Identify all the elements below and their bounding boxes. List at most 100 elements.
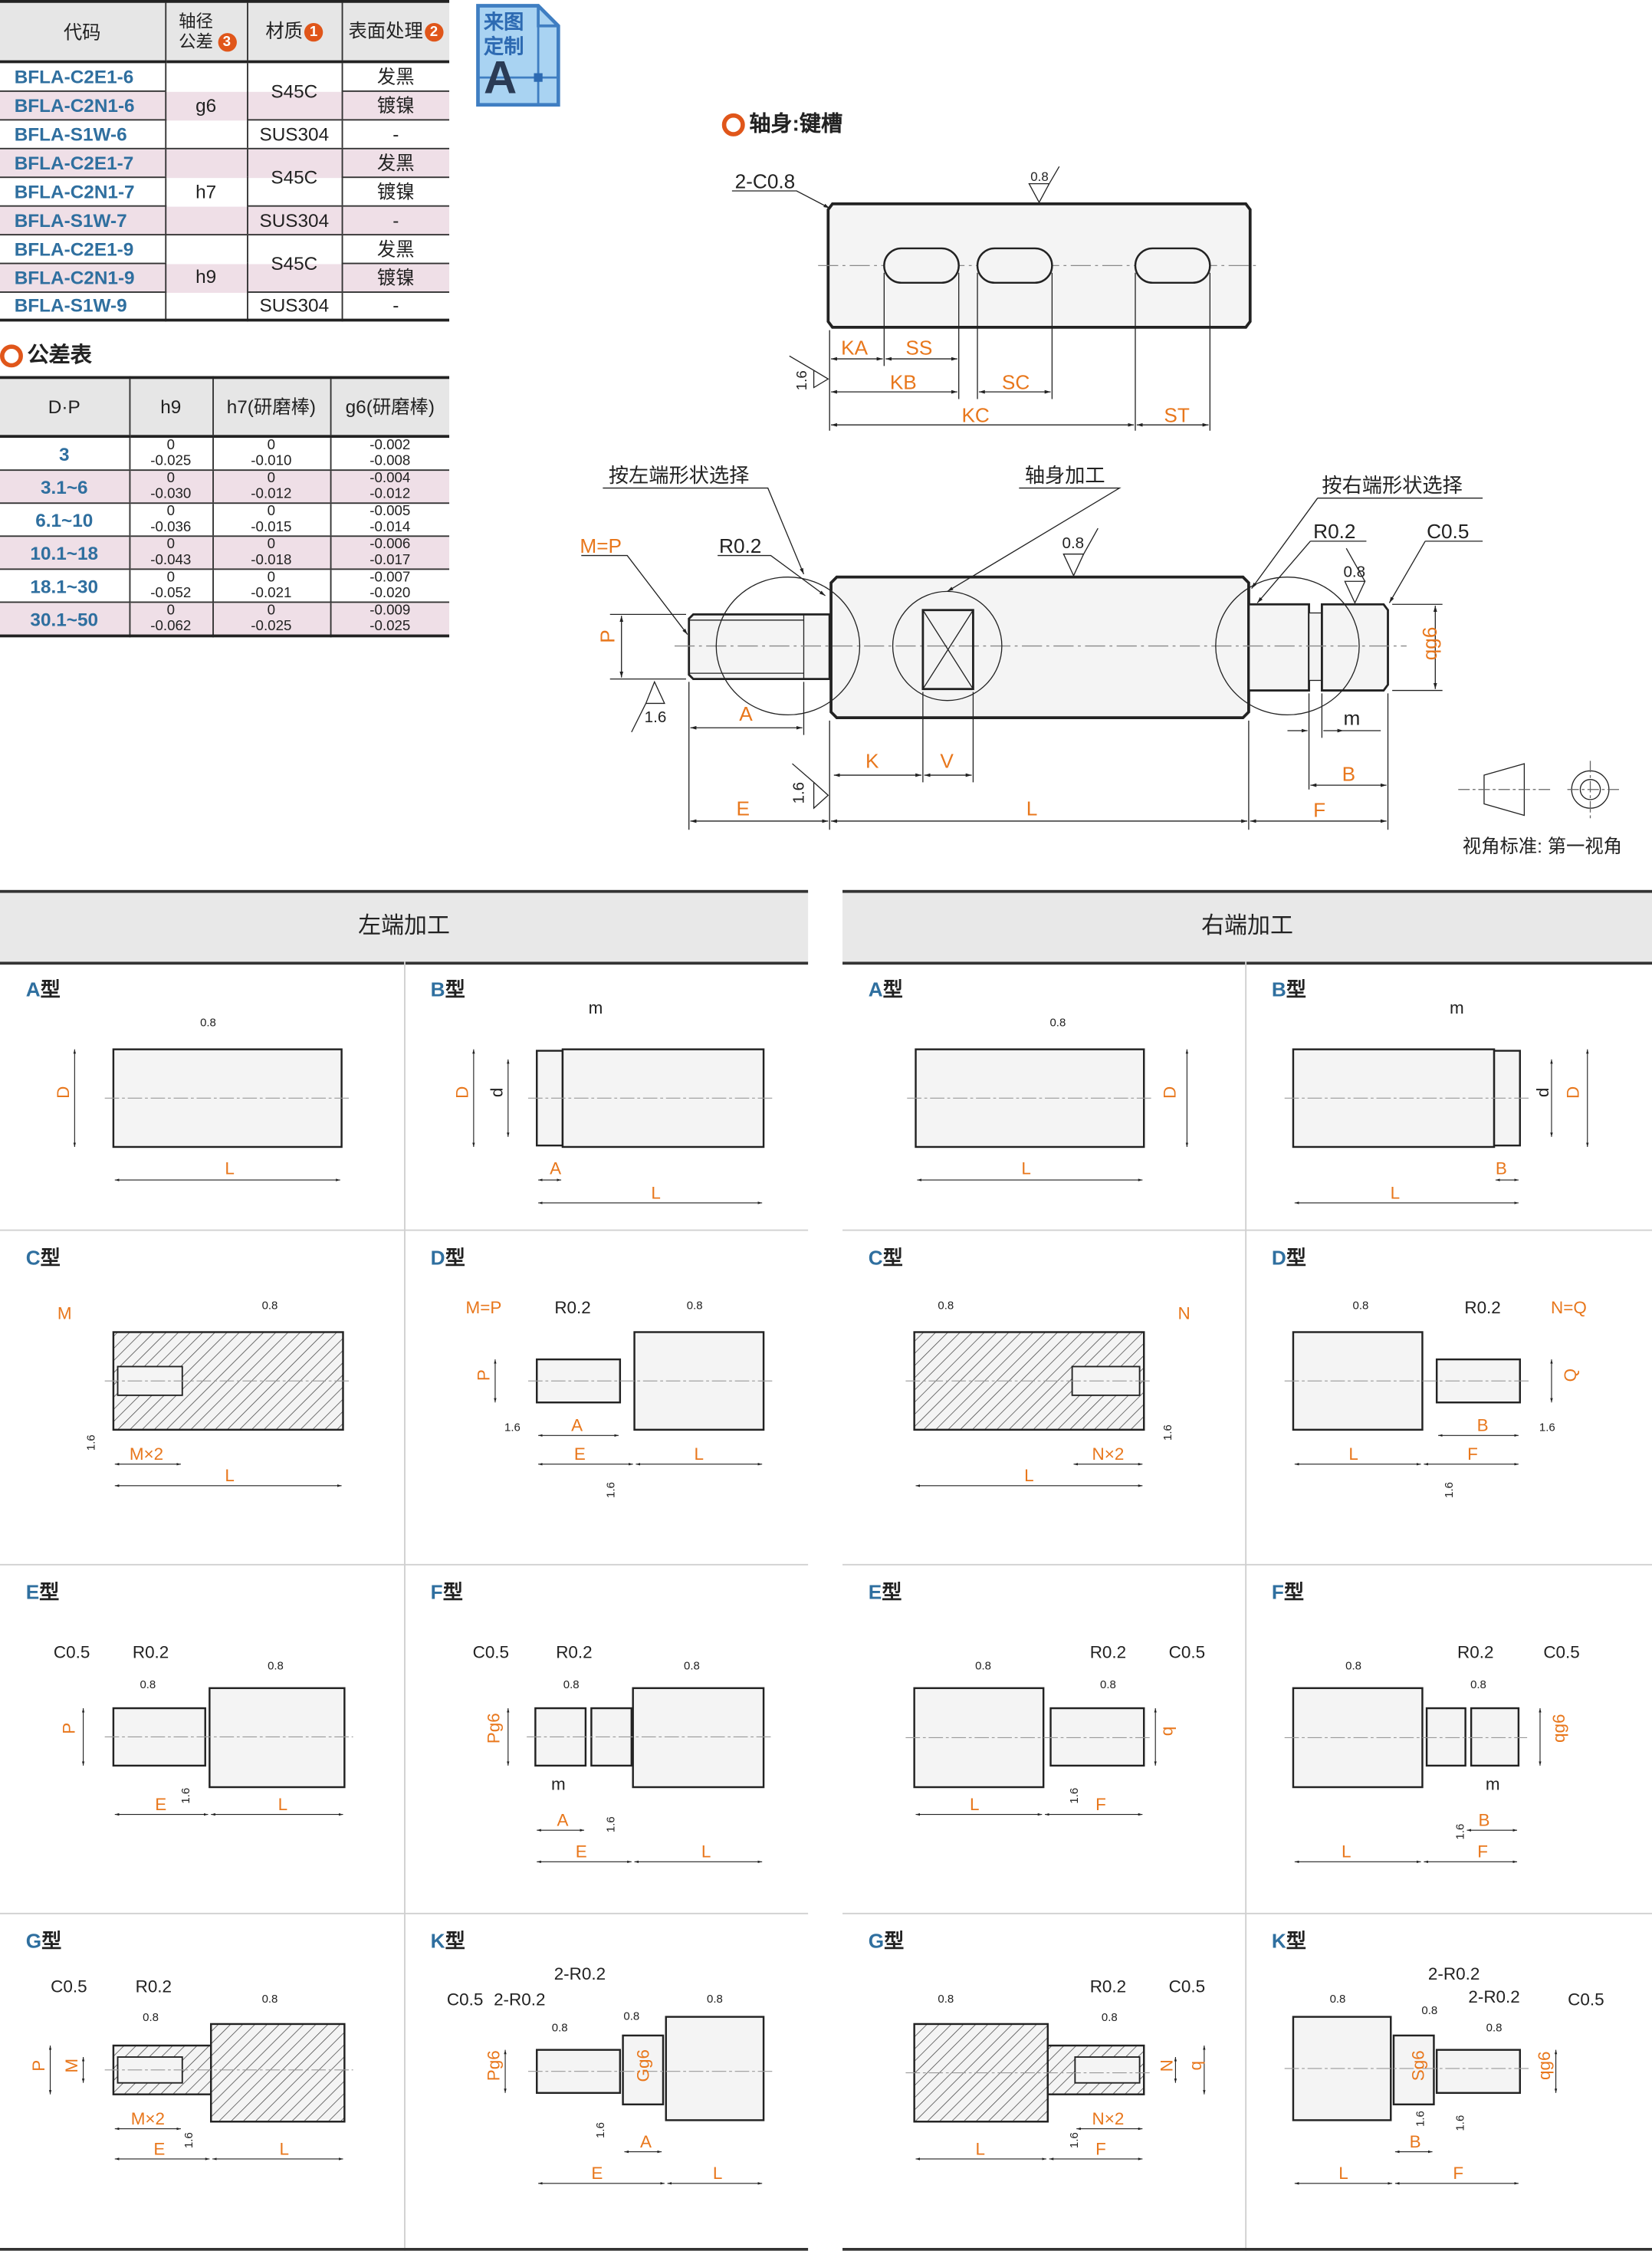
product-code-link[interactable]: BFLA-C2N1-6 [0,90,166,120]
dimension-label: 0.8 [707,1993,723,2006]
badge-3-icon: 3 [217,33,236,52]
upper-deviation: -0.009 [369,603,411,619]
dimension-label: E [574,1444,586,1464]
product-code-link[interactable]: BFLA-C2N1-9 [0,262,166,293]
dimension-label: 1.6 [1068,1788,1081,1804]
tolerance-h9: 0-0.062 [128,602,213,637]
upper-deviation: -0.004 [369,471,411,487]
product-code-link[interactable]: BFLA-C2N1-7 [0,176,166,206]
tolerance-h7: 0-0.025 [212,602,330,637]
tapped-hole [117,2056,183,2084]
diameter-range: 3.1~6 [0,470,130,504]
body-callout: 轴身加工 [1025,464,1105,487]
dimension-label: 0.8 [268,1659,284,1672]
material-cell: SUS304 [246,291,342,321]
dimension-label: M=P [466,1298,502,1317]
keyway-title-text: 轴身:键槽 [749,112,843,136]
dimension-label: N [1158,2059,1177,2072]
dimension-label: 0.8 [1102,2011,1118,2024]
tolerance-title-text: 公差表 [27,343,92,368]
dim-kc: KC [961,403,989,426]
shaft-section [209,1687,346,1789]
upper-deviation: 0 [166,438,176,454]
right-detail-circle [1215,577,1360,716]
dimension-label: B [1477,1416,1489,1435]
lower-deviation: -0.052 [150,585,192,602]
dimension-label: 1.6 [1539,1421,1555,1434]
dim-kb: KB [890,370,917,393]
body-detail-circle [892,590,1003,702]
upper-deviation: 0 [166,504,176,520]
dimension-label: 1.6 [85,1434,98,1451]
upper-deviation: -0.005 [369,504,411,520]
dimension-label: d [487,1088,506,1098]
product-code-link[interactable]: BFLA-C2E1-6 [0,61,166,91]
tolerance-header: D·P [0,377,130,439]
dimension-label: d [1533,1088,1552,1098]
dimension-label: M×2 [131,2109,165,2128]
lower-deviation: -0.012 [369,486,411,503]
dimension-label: C0.5 [1169,1643,1205,1662]
dimension-label: 0.8 [938,1993,954,2006]
tolerance-cell: g6 [164,61,248,149]
left-end-type-a[interactable]: A型0.8DL [26,978,350,1181]
dim-p: P [596,629,619,642]
product-code-link[interactable]: BFLA-S1W-7 [0,205,166,235]
tolerance-g6: -0.009-0.025 [329,602,450,637]
keyway-slot [883,247,960,284]
type-label: B型 [1272,978,1306,1001]
custom-drawing-badge[interactable]: 来图 定制 A [475,3,561,108]
dimension-label: 0.8 [975,1659,991,1672]
type-label: G型 [26,1930,62,1953]
tolerance-cell: h7 [164,147,248,235]
surface-cell: 发黑 [340,147,450,178]
dimension-label: 0.8 [143,2011,159,2024]
right-end-type-a[interactable]: A型0.8DL [869,978,1189,1181]
shaft-section [622,2034,665,2106]
dimension-label: 1.6 [604,1482,617,1498]
dimension-label: R0.2 [1464,1298,1500,1317]
dimension-label: 1.6 [1414,2111,1427,2127]
dimension-label: L [713,2164,723,2183]
dim-st: ST [1164,403,1189,426]
tolerance-g6: -0.002-0.008 [329,436,450,472]
dimension-label: N=Q [1551,1298,1587,1317]
dimension-label: m [551,1775,566,1794]
dimension-label: 0.8 [1470,1678,1486,1691]
dimension-label: C0.5 [1169,1977,1205,1996]
product-code-link[interactable]: BFLA-C2E1-9 [0,234,166,264]
dimension-label: D [54,1086,73,1099]
left-end-callout: 按左端形状选择 [609,464,749,487]
product-code-link[interactable]: BFLA-S1W-9 [0,291,166,321]
left-radius-label: R0.2 [719,534,761,557]
upper-deviation: 0 [166,603,176,619]
shaft-section [632,1687,765,1789]
badge-letter: A [483,51,517,104]
product-code-link[interactable]: BFLA-S1W-6 [0,119,166,149]
dimension-label: 1.6 [1454,2115,1467,2131]
product-code-link[interactable]: BFLA-C2E1-7 [0,147,166,178]
dimension-label: L [225,1466,235,1485]
section-ring-icon [721,113,745,136]
